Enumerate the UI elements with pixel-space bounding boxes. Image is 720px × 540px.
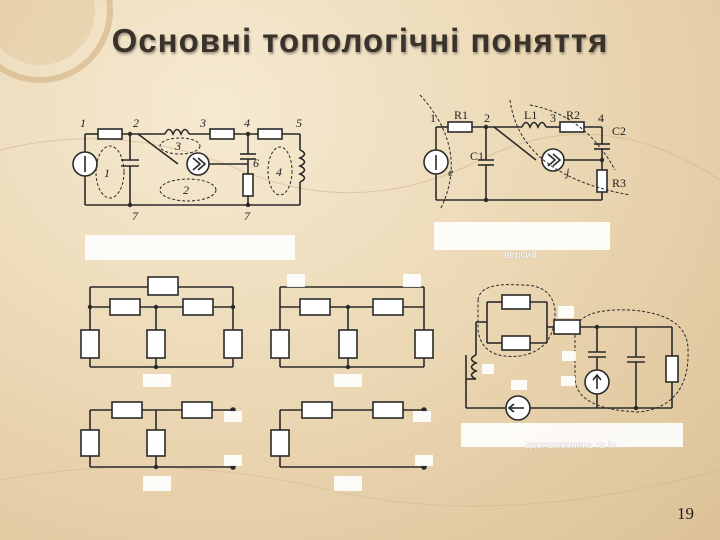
page-number: 19 [677, 504, 694, 523]
node-label: 6 [253, 156, 259, 170]
label-mask [415, 455, 433, 466]
node-label: 3 [199, 116, 206, 130]
component-label: R3 [612, 176, 626, 190]
caption-right-text: версий. [504, 250, 540, 261]
left-top-circuit [72, 128, 306, 206]
loop-label: 4 [276, 165, 282, 179]
component-label: C2 [612, 124, 626, 138]
label-mask [224, 455, 242, 466]
label-mask [403, 274, 421, 287]
tree-graph-b [270, 286, 434, 368]
tree-graph-d [270, 401, 427, 470]
tree-graph-c [80, 401, 236, 470]
component-label: C1 [470, 149, 484, 163]
node-label: 2 [133, 116, 139, 130]
caption-bottom-text: двополюсника та ін. [525, 440, 619, 451]
node-label: 4 [598, 111, 604, 125]
label-mask [287, 274, 305, 287]
component-label: L1 [524, 108, 537, 122]
node-label: 3 [550, 111, 556, 125]
loop-label: 3 [174, 139, 181, 153]
label-mask [482, 364, 494, 374]
label-mask [224, 411, 242, 422]
node-label: 1 [80, 116, 86, 130]
node-label: 7 [132, 209, 139, 223]
two-terminal-network [465, 284, 689, 421]
caption-overlay-left [85, 235, 295, 260]
label-mask [334, 374, 362, 387]
label-mask [558, 306, 574, 318]
node-label: 1 [430, 111, 436, 125]
component-label: e [448, 165, 454, 179]
node-label: 2 [484, 111, 490, 125]
label-mask [143, 374, 171, 387]
label-mask [143, 476, 171, 491]
component-label: R1 [454, 108, 468, 122]
label-mask [413, 411, 431, 422]
component-label: j [564, 165, 570, 179]
tree-graph-a [80, 276, 243, 368]
right-top-circuit [419, 94, 631, 211]
node-label: 4 [244, 116, 250, 130]
caption-overlay-bottom [461, 423, 683, 447]
node-label: 5 [296, 116, 302, 130]
slide-title: Основні топологічні поняття [111, 22, 609, 59]
node-label: 7 [244, 209, 251, 223]
label-mask [562, 351, 576, 361]
loop-label: 2 [183, 183, 189, 197]
component-label: R2 [566, 108, 580, 122]
label-mask [561, 376, 575, 386]
caption-overlay-right [434, 222, 610, 250]
label-mask [511, 380, 527, 390]
label-mask [334, 476, 362, 491]
loop-label: 1 [104, 166, 110, 180]
